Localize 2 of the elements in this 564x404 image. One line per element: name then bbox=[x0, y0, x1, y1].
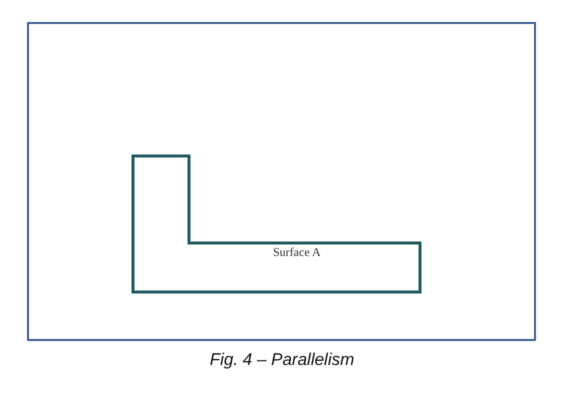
surface-label: Surface A bbox=[273, 245, 321, 260]
figure-caption: Fig. 4 – Parallelism bbox=[210, 350, 354, 370]
